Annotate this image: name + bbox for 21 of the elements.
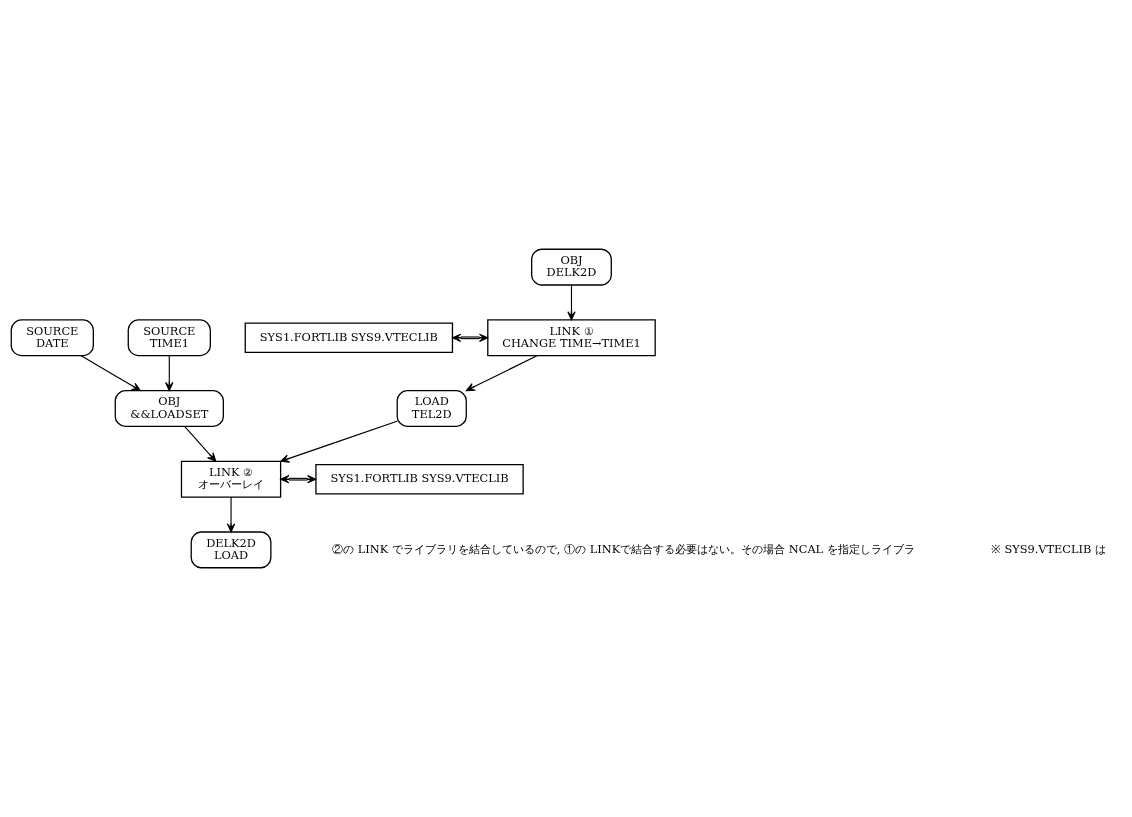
node-box: OBJ DELK2D [531,248,612,286]
node-box: LINK ① CHANGE TIME→TIME1 [487,319,656,357]
node-box: SYS1.FORTLIB SYS9.VTECLIB [315,463,524,495]
node-box: SYS1.FORTLIB SYS9.VTECLIB [244,322,454,354]
arrow [226,496,236,533]
arrow [280,420,398,463]
arrow [184,425,217,462]
label: ②の LINK でライブラリを結合しているので, ①の LINKで結合する必要はない。その場合 NCAL を指定しライブラ [332,541,915,556]
arrow [280,474,317,484]
label: ※ SYS9.VTECLIB は [990,541,1107,556]
arrow [465,355,538,392]
node-box: OBJ &&LOADSET [114,389,224,428]
node-box: SOURCE TIME1 [127,319,211,357]
arrow [567,284,576,321]
arrow [165,355,174,392]
node-box: LINK ② オーバーレイ [180,460,282,498]
node-box: SOURCE DATE [10,319,94,357]
node-box: LOAD TEL2D [396,389,467,428]
arrow [452,333,489,343]
arrow [80,355,141,392]
node-box: DELK2D LOAD [190,531,272,569]
